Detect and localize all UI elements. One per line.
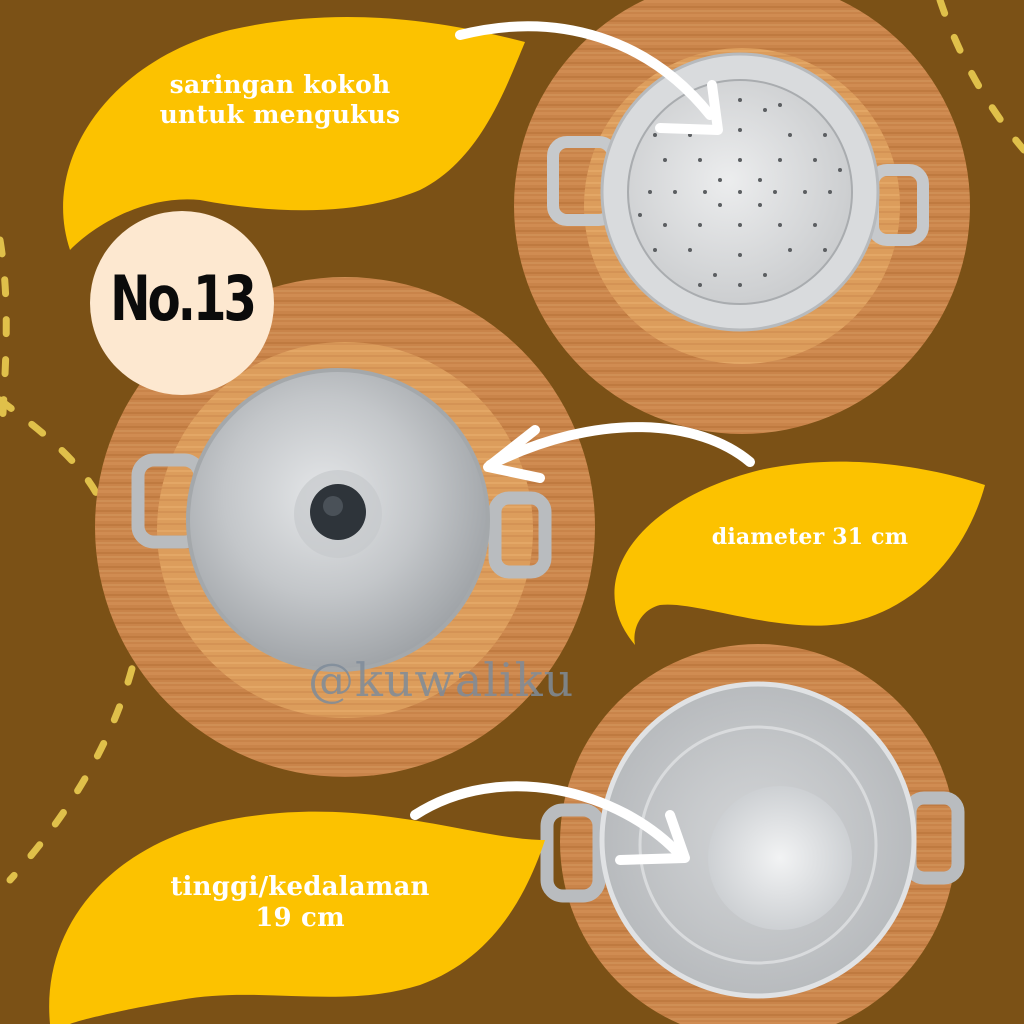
arrow-to-steamer bbox=[455, 21, 723, 135]
leaf-shape-depth bbox=[49, 811, 546, 1024]
label-depth: tinggi/kedalaman 19 cm bbox=[140, 872, 460, 934]
label-depth-line2: 19 cm bbox=[255, 903, 345, 934]
label-steamer-line1: saringan kokoh bbox=[169, 70, 391, 99]
leaf-shape-steamer bbox=[63, 17, 525, 250]
label-diameter-text: diameter 31 cm bbox=[711, 524, 909, 550]
dashed-curve-decoration bbox=[0, 0, 1024, 884]
leaf-shape-diameter bbox=[614, 461, 985, 645]
product-number-badge: No.13 bbox=[110, 262, 257, 335]
product-plate-steamer bbox=[514, 0, 970, 434]
label-steamer-line2: untuk mengukus bbox=[159, 100, 401, 129]
arrow-to-bottom bbox=[410, 781, 690, 865]
arrow-to-lid bbox=[483, 422, 755, 483]
product-plate-lidded-pot bbox=[95, 277, 595, 777]
label-depth-line1: tinggi/kedalaman bbox=[170, 872, 430, 902]
watermark: @kuwaliku bbox=[308, 653, 575, 707]
steamer-holes bbox=[638, 98, 842, 287]
product-plate-open-pot bbox=[540, 644, 965, 1024]
label-steamer: saringan kokoh untuk mengukus bbox=[130, 70, 430, 130]
label-diameter: diameter 31 cm bbox=[670, 524, 950, 550]
pot-bottom bbox=[708, 786, 852, 930]
badge-circle bbox=[90, 211, 274, 395]
